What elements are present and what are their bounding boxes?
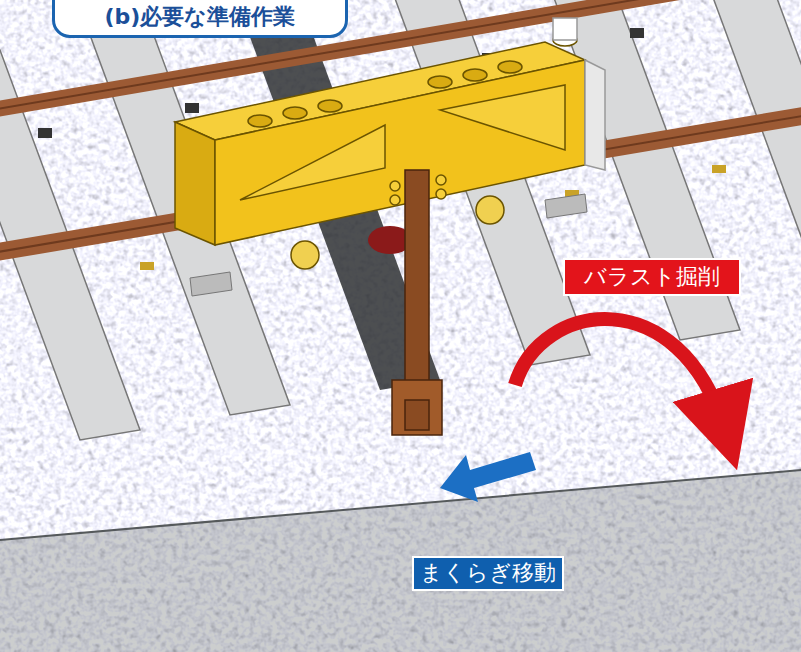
machine xyxy=(175,18,605,435)
title-box: (b)必要な準備作業 xyxy=(52,0,348,38)
label-box: まくらぎ移動 xyxy=(412,556,564,591)
sleepers xyxy=(0,0,801,440)
fasteners xyxy=(38,28,726,270)
move-arrow xyxy=(440,452,536,502)
excavation-arrow xyxy=(515,319,725,430)
ballast-edge xyxy=(0,470,801,540)
label-text: バラスト掘削 xyxy=(584,265,720,289)
ballast-slope xyxy=(0,470,801,652)
label-box: バラスト掘削 xyxy=(563,258,741,296)
label-text: まくらぎ移動 xyxy=(420,561,556,585)
title-text: (b)必要な準備作業 xyxy=(105,2,296,32)
rail-pads xyxy=(190,194,587,296)
rails xyxy=(0,0,801,264)
